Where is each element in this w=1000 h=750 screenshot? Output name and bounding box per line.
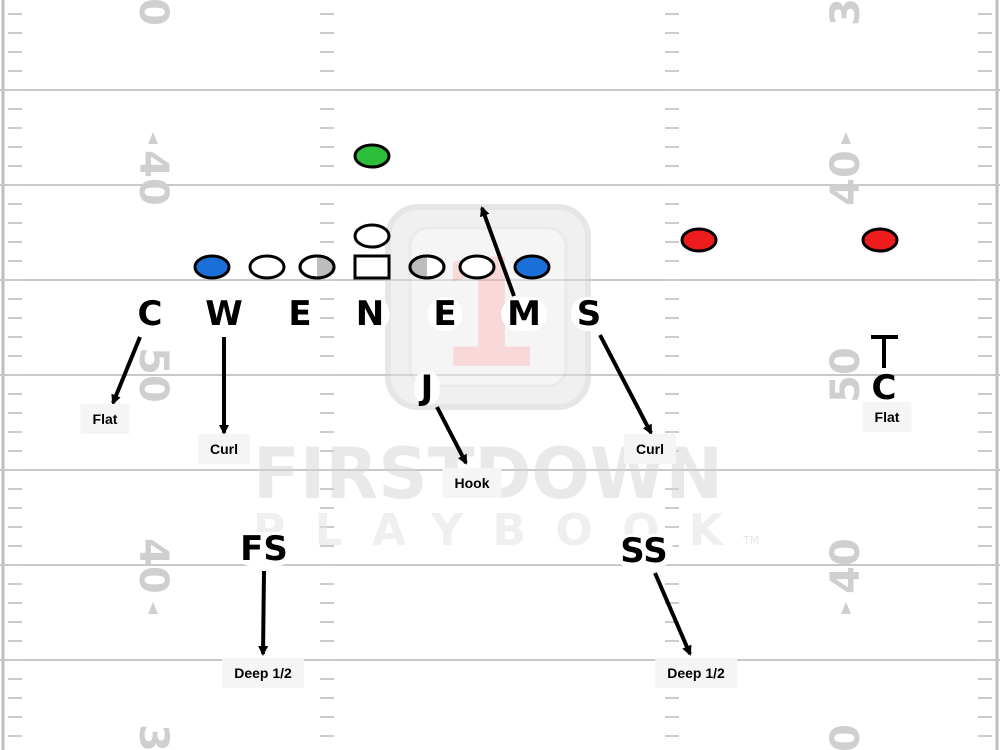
yard-number: 40: [823, 538, 869, 594]
zone-curl-right: Curl: [624, 434, 676, 464]
yard-number: 3: [823, 0, 869, 26]
yard-direction-arrow: [148, 132, 158, 144]
te-right-marker: [513, 254, 551, 280]
defensive-assignments: [111, 206, 898, 656]
watermark-tm: TM: [742, 534, 759, 547]
zone-deep-right: Deep 1/2: [655, 658, 737, 688]
yard-number: 0: [823, 724, 869, 750]
defender-m: M: [501, 297, 547, 331]
m-route-arrow: [480, 206, 516, 297]
wr-wide-marker: [861, 227, 899, 253]
s-route-arrow: [598, 334, 653, 435]
ball-marker: [353, 143, 391, 169]
guard-left-outline: [298, 254, 336, 280]
qb-marker: [353, 223, 391, 249]
defender-c-left: C: [131, 297, 169, 331]
yard-number: 3: [130, 724, 176, 750]
zone-hook: Hook: [442, 468, 502, 498]
j-route-arrow: [435, 406, 468, 465]
rt-marker: [458, 254, 496, 280]
wr-slot-marker: [680, 227, 718, 253]
yard-number: 40: [130, 538, 176, 594]
defender-c-right: C: [871, 368, 897, 408]
offense-formation: [193, 143, 899, 280]
fs-route-arrow: [258, 570, 269, 656]
yard-number: 50: [823, 347, 869, 403]
zone-curl-left: Curl: [198, 434, 250, 464]
yard-number: 40: [130, 150, 176, 206]
zone-flat-right: Flat: [862, 402, 912, 432]
yard-number: 40: [823, 150, 869, 206]
defender-fs: FS: [234, 532, 294, 566]
zone-deep-left: Deep 1/2: [222, 658, 304, 688]
yard-direction-arrow: [841, 602, 851, 614]
yard-direction-arrow: [148, 602, 158, 614]
defender-n: N: [349, 297, 391, 331]
defender-e-left: E: [282, 297, 318, 331]
yard-direction-arrow: [841, 132, 851, 144]
defender-w: W: [199, 297, 249, 331]
defender-j: J: [414, 371, 440, 405]
yard-number: 0: [130, 0, 176, 26]
te-left-marker: [193, 254, 231, 280]
yard-number: 50: [130, 347, 176, 403]
c-left-route-arrow: [111, 336, 142, 405]
zone-flat-left: Flat: [80, 404, 130, 434]
defender-s: S: [570, 297, 608, 331]
defender-ss: SS: [614, 534, 674, 568]
defender-e-right: E: [427, 297, 463, 331]
ss-route-arrow: [653, 572, 692, 656]
lt-marker: [248, 254, 286, 280]
guard-right-outline: [408, 254, 446, 280]
center-marker: [353, 254, 391, 280]
